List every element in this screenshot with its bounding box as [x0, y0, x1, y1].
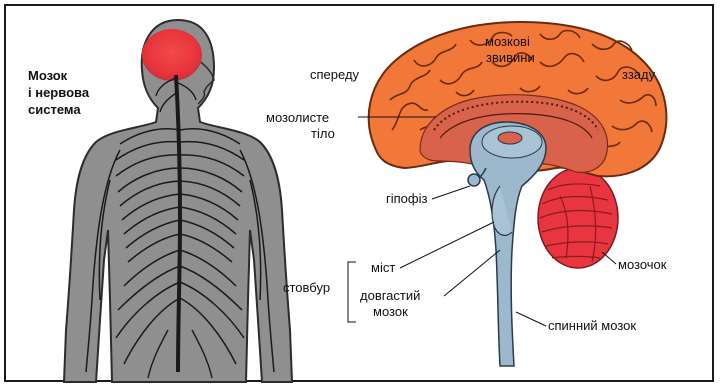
label-back: ззаду: [622, 67, 656, 82]
title-line-1: Мозок: [28, 68, 68, 83]
title-line-3: система: [28, 102, 81, 117]
pointer-cerebellum: [602, 252, 616, 264]
label-corpus-2: тіло: [311, 126, 335, 141]
label-pituitary: гіпофіз: [386, 191, 427, 206]
label-pons: міст: [371, 260, 395, 275]
cerebellum-shape: [538, 168, 618, 268]
figure-title: Мозок і нервова система: [28, 68, 90, 117]
label-convolutions-1: мозкові: [485, 34, 530, 49]
label-corpus-1: мозолисте: [266, 110, 329, 125]
label-medulla-1: довгастий: [360, 288, 420, 303]
label-convolutions-2: звивини: [486, 50, 535, 65]
label-spinal: спинний мозок: [548, 318, 636, 333]
pointer-medulla: [444, 250, 500, 296]
brainstem: [470, 122, 546, 366]
label-front: спереду: [310, 67, 360, 82]
pointer-pons: [400, 222, 494, 268]
pointer-spinal: [516, 312, 546, 326]
human-figure: [64, 20, 292, 382]
bracket-stem: [348, 262, 356, 322]
title-line-2: і нервова: [28, 85, 90, 100]
label-medulla-2: мозок: [373, 304, 408, 319]
pointer-pituitary: [432, 186, 470, 199]
brain-highlight: [142, 29, 202, 81]
label-stem: стовбур: [283, 280, 330, 295]
label-cerebellum: мозочок: [618, 257, 667, 272]
